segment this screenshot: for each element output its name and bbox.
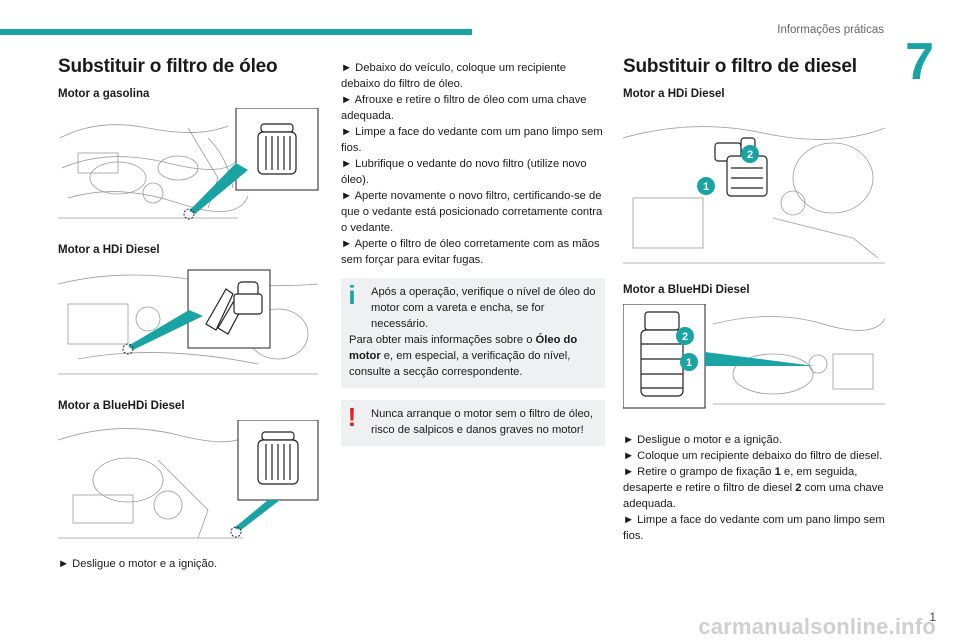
info-text-2: Para obter mais informações sobre o Óleo… bbox=[349, 334, 578, 378]
watermark-text: carmanualsonline.info bbox=[698, 614, 936, 639]
oil-step-5: ► Lubrifique o vedante do novo filtro (u… bbox=[341, 158, 587, 186]
oil-filter-title: Substituir o filtro de óleo bbox=[58, 56, 278, 77]
section-title: Informações práticas bbox=[777, 24, 884, 36]
svg-text:2: 2 bbox=[747, 149, 753, 161]
svg-text:1: 1 bbox=[686, 357, 692, 369]
engine-bluehdi-diesel-label: Motor a BlueHDi Diesel bbox=[623, 284, 750, 296]
oil-step-2: ► Debaixo do veículo, coloque um recipie… bbox=[341, 62, 567, 90]
oil-step-7: ► Aperte o filtro de óleo corretamente c… bbox=[341, 238, 600, 266]
bluehdi-engine-figure bbox=[58, 420, 320, 540]
engine-bluehdi-label: Motor a BlueHDi Diesel bbox=[58, 400, 185, 412]
bluehdi-diesel-filter-figure: 2 1 bbox=[623, 304, 885, 412]
oil-step-4: ► Limpe a face do vedante com um pano li… bbox=[341, 126, 603, 154]
right-column: Substituir o filtro de diesel Motor a HD… bbox=[623, 56, 885, 544]
diesel-step-2: ► Coloque um recipiente debaixo do filtr… bbox=[623, 450, 883, 462]
page-number: 1 bbox=[929, 610, 936, 624]
svg-text:2: 2 bbox=[682, 331, 688, 343]
warning-box: ! Nunca arranque o motor sem o filtro de… bbox=[341, 400, 605, 446]
diesel-filter-title: Substituir o filtro de diesel bbox=[623, 56, 857, 77]
left-column: Substituir o filtro de óleo Motor a gaso… bbox=[58, 56, 320, 572]
diesel-step-1: ► Desligue o motor e a ignição. bbox=[623, 434, 783, 446]
oil-step-6: ► Aperte novamente o novo filtro, certif… bbox=[341, 190, 603, 234]
diesel-step-3: ► Retire o grampo de fixação 1 e, em seg… bbox=[623, 466, 884, 510]
hdi-diesel-filter-figure: 2 1 bbox=[623, 108, 885, 270]
info-text-1: Após a operação, verifique o nível de ól… bbox=[371, 286, 596, 330]
oil-step-3: ► Afrouxe e retire o filtro de óleo com … bbox=[341, 94, 587, 122]
oil-step-1: ► Desligue o motor e a ignição. bbox=[58, 558, 218, 570]
callout-2-icon bbox=[741, 145, 759, 163]
hdi-engine-figure bbox=[58, 264, 320, 384]
petrol-engine-figure bbox=[58, 108, 320, 228]
diesel-step-4: ► Limpe a face do vedante com um pano li… bbox=[623, 514, 885, 542]
callout-1-icon bbox=[697, 177, 715, 195]
info-icon: i bbox=[348, 280, 356, 310]
warning-text: Nunca arranque o motor sem o filtro de ó… bbox=[371, 408, 594, 436]
callout-1-icon bbox=[680, 353, 698, 371]
chapter-number: 7 bbox=[905, 33, 934, 91]
engine-hdi-diesel-label: Motor a HDi Diesel bbox=[623, 88, 725, 100]
callout-2-icon bbox=[676, 327, 694, 345]
info-box: i Após a operação, verifique o nível de … bbox=[341, 278, 605, 388]
engine-petrol-label: Motor a gasolina bbox=[58, 88, 150, 100]
warning-icon: ! bbox=[347, 402, 357, 432]
engine-hdi-label: Motor a HDi Diesel bbox=[58, 244, 160, 256]
svg-text:1: 1 bbox=[703, 181, 709, 193]
header-accent-bar bbox=[0, 29, 472, 35]
middle-column: ► Debaixo do veículo, coloque um recipie… bbox=[341, 60, 605, 446]
